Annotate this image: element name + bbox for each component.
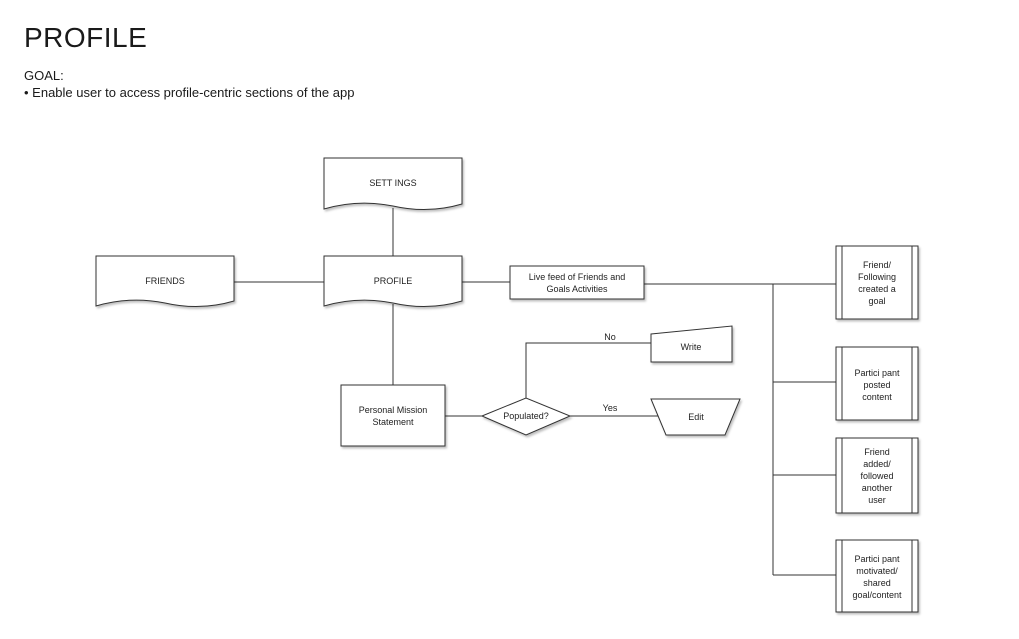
feed-participant-motivated-line3: shared — [863, 578, 891, 588]
goal-label: GOAL: — [24, 68, 64, 83]
feed-participant-posted-line2: posted — [863, 380, 890, 390]
write-label: Write — [681, 342, 702, 352]
edit-node: Edit — [650, 398, 741, 436]
feed-friend-goal-line1: Friend/ — [863, 260, 892, 270]
feed-friend-added-line3: followed — [860, 471, 893, 481]
live-feed-node: Live feed of Friends and Goals Activitie… — [509, 265, 645, 300]
feed-friend-added-line2: added/ — [863, 459, 891, 469]
friends-label: FRIENDS — [145, 276, 185, 286]
mission-label-line1: Personal Mission — [359, 405, 428, 415]
connectors — [234, 208, 836, 576]
mission-node: Personal Mission Statement — [340, 384, 446, 447]
no-label: No — [604, 332, 616, 342]
feed-participant-posted-node: Partici pant posted content — [835, 346, 919, 421]
feed-friend-goal-line2: Following — [858, 272, 896, 282]
page-title: PROFILE — [24, 22, 148, 53]
settings-label: SETT INGS — [369, 178, 416, 188]
goal-item: • Enable user to access profile-centric … — [24, 85, 355, 100]
profile-node: PROFILE — [323, 255, 463, 308]
yes-label: Yes — [603, 403, 618, 413]
feed-participant-motivated-node: Partici pant motivated/ shared goal/cont… — [835, 539, 919, 613]
profile-label: PROFILE — [374, 276, 413, 286]
live-feed-label-line1: Live feed of Friends and — [529, 272, 626, 282]
populated-label: Populated? — [503, 411, 549, 421]
feed-friend-goal-line4: goal — [868, 296, 885, 306]
live-feed-label-line2: Goals Activities — [546, 284, 608, 294]
settings-node: SETT INGS — [323, 157, 463, 211]
mission-label-line2: Statement — [372, 417, 414, 427]
feed-participant-motivated-line1: Partici pant — [854, 554, 900, 564]
feed-participant-motivated-line4: goal/content — [852, 590, 902, 600]
feed-friend-goal-line3: created a — [858, 284, 896, 294]
friends-node: FRIENDS — [95, 255, 235, 308]
write-node: Write — [650, 325, 733, 363]
feed-participant-motivated-line2: motivated/ — [856, 566, 898, 576]
populated-decision: Populated? — [480, 397, 572, 436]
feed-friend-added-line4: another — [862, 483, 893, 493]
no-branch-connector — [525, 342, 651, 398]
feed-participant-posted-line1: Partici pant — [854, 368, 900, 378]
feed-friend-goal-node: Friend/ Following created a goal — [835, 245, 919, 320]
feed-friend-added-node: Friend added/ followed another user — [835, 437, 919, 514]
feed-friend-added-line5: user — [868, 495, 886, 505]
feed-friend-added-line1: Friend — [864, 447, 890, 457]
feed-participant-posted-line3: content — [862, 392, 892, 402]
edit-label: Edit — [688, 412, 704, 422]
